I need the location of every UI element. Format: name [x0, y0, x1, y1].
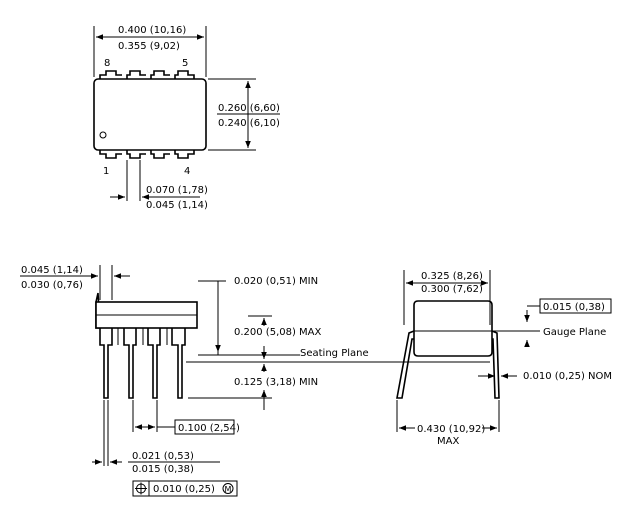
- side-body-height: 0.200 (5,08) MAX: [234, 327, 322, 338]
- side-lead-width-min: 0.015 (0,38): [132, 464, 194, 475]
- top-view-package-body: [93, 78, 207, 151]
- end-row-spacing-max: 0.325 (8,26): [421, 271, 483, 282]
- position-tolerance-value: 0.010 (0,25): [153, 484, 215, 495]
- end-view-lead-left: [396, 330, 415, 399]
- end-lead-thickness: 0.010 (0,25) NOM: [523, 371, 612, 382]
- end-view-package-body: [413, 300, 493, 357]
- top-view-top-pins: [99, 70, 195, 79]
- side-lead-length: 0.125 (3,18) MIN: [234, 377, 318, 388]
- top-height-max: 0.260 (6,60): [218, 103, 280, 114]
- top-width-max: 0.400 (10,16): [118, 25, 186, 36]
- top-view-bottom-pins: [99, 150, 195, 159]
- side-lead-pitch: 0.100 (2,54): [178, 423, 240, 434]
- end-view-lead-right: [491, 330, 500, 399]
- end-row-spacing-min: 0.300 (7,62): [421, 284, 483, 295]
- end-view: 0.325 (8,26) 0.300 (7,62) 0.015 (0,38) G…: [396, 270, 612, 447]
- end-overall-width-max: MAX: [437, 436, 459, 447]
- pin-label-4: 4: [184, 166, 190, 177]
- side-shoulder-min: 0.030 (0,76): [21, 280, 83, 291]
- pin-label-8: 8: [104, 58, 110, 69]
- lead-pitch-box: [174, 419, 235, 435]
- top-height-min: 0.240 (6,10): [218, 118, 280, 129]
- seating-plane-label: Seating Plane: [300, 348, 369, 359]
- pin-label-5: 5: [182, 58, 188, 69]
- gauge-offset-box: [539, 298, 612, 314]
- end-overall-width: 0.430 (10,92): [417, 424, 485, 435]
- top-pitch-max: 0.070 (1,78): [146, 185, 208, 196]
- top-pitch-min: 0.045 (1,14): [146, 200, 208, 211]
- side-view-leads: [99, 328, 186, 399]
- mmc-symbol-icon: [222, 483, 234, 494]
- pin-label-1: 1: [103, 166, 109, 177]
- gauge-plane-label: Gauge Plane: [543, 327, 606, 338]
- position-tolerance-frame: 0.010 (0,25) M: [132, 480, 238, 497]
- end-gauge-offset: 0.015 (0,38): [543, 302, 605, 313]
- side-view: 0.045 (1,14) 0.030 (0,76) 0.020 (0,51) M…: [20, 265, 490, 497]
- side-lead-width-max: 0.021 (0,53): [132, 451, 194, 462]
- side-standoff: 0.020 (0,51) MIN: [234, 276, 318, 287]
- mmc-symbol-text: M: [225, 485, 232, 494]
- top-view: 8 5 1 4 0.400 (10,16) 0.355 (9,02) 0.260…: [93, 25, 280, 211]
- top-width-min: 0.355 (9,02): [118, 41, 180, 52]
- pin1-indicator: [99, 131, 107, 139]
- side-shoulder-max: 0.045 (1,14): [21, 265, 83, 276]
